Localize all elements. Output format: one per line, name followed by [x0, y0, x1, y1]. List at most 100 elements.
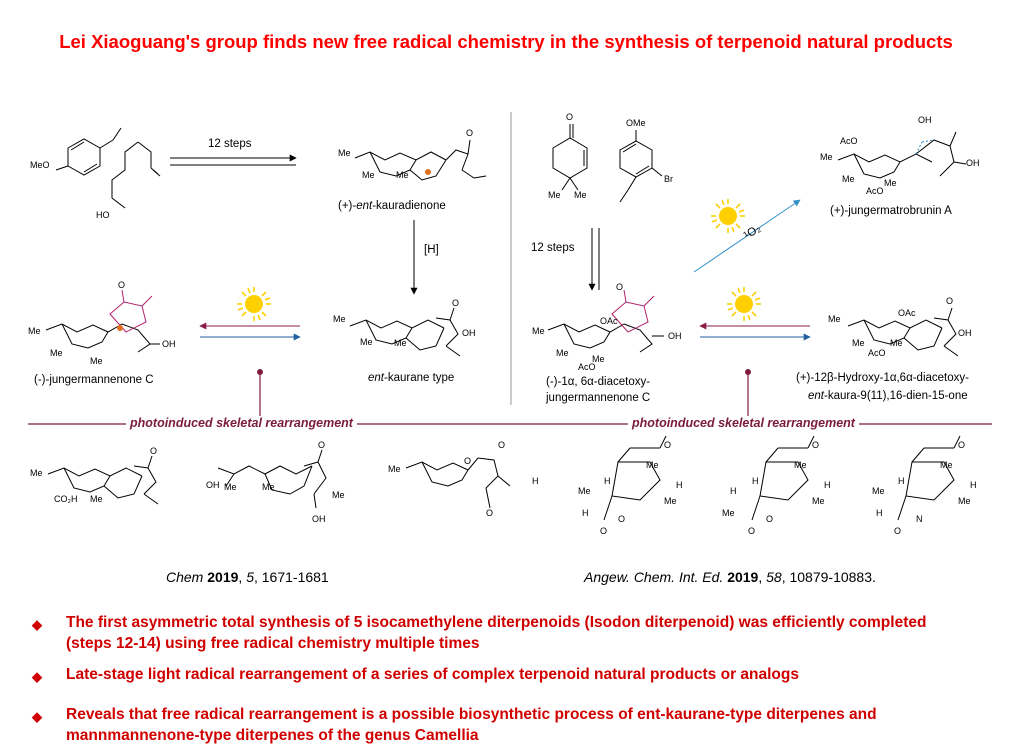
atom-label: MeO: [30, 160, 50, 170]
bromostyrene-structure: [619, 130, 663, 203]
alkyne-alcohol-structure: [111, 141, 161, 209]
atom-label: Me: [224, 482, 237, 492]
atom-label: Me: [722, 508, 735, 518]
atom-label: O: [958, 440, 966, 450]
jungermatrobrunin-label: (+)-jungermatrobrunin A: [830, 205, 952, 217]
kaurane-label: ent-kaurane type: [368, 372, 455, 384]
atom-label: Me: [388, 464, 401, 474]
atom-label: AcO: [578, 362, 596, 372]
bullet-marker-icon: ◆: [32, 617, 42, 632]
atom-label: Me: [578, 486, 591, 496]
atom-label: H: [898, 476, 905, 486]
diacetoxy-label-line2: jungermannenone C: [546, 392, 651, 404]
atom-label: O: [664, 440, 672, 450]
bottom-structure-6: [897, 435, 961, 521]
atom-label: H: [752, 476, 759, 486]
atom-label: O: [618, 514, 626, 524]
atom-label: Me: [820, 152, 833, 162]
atom-label: Me: [338, 148, 351, 158]
atom-label: Me: [958, 496, 971, 506]
atom-label: Me: [360, 337, 373, 347]
atom-label: OH: [966, 158, 980, 168]
sun-icon: [237, 287, 271, 321]
atom-label: Me: [90, 356, 103, 366]
atom-label: Me: [872, 486, 885, 496]
atom-label: Me: [574, 190, 587, 200]
atom-label: OH: [206, 480, 220, 490]
citation-right: Angew. Chem. Int. Ed. 2019, 58, 10879-10…: [584, 569, 876, 585]
atom-label: AcO: [868, 348, 886, 358]
cyclohexenone-structure: [552, 124, 588, 191]
atom-label: Me: [532, 326, 545, 336]
kauradienone-structure: [354, 139, 487, 181]
steps-label: 12 steps: [208, 138, 252, 150]
diacetoxy-jungermannenone-structure: [547, 289, 664, 353]
bottom-structure-2: [217, 449, 327, 509]
bullet-marker-icon: ◆: [32, 669, 42, 684]
atom-label: H: [582, 508, 589, 518]
atom-label: H: [730, 486, 737, 496]
atom-label: O: [486, 508, 494, 518]
bottom-structure-4: [603, 435, 667, 521]
atom-label: OH: [918, 115, 932, 125]
atom-label: OH: [312, 514, 326, 524]
atom-label: OH: [958, 328, 972, 338]
atom-label: Me: [333, 314, 346, 324]
banner-pin: [257, 369, 263, 375]
atom-label: OMe: [626, 118, 646, 128]
atom-label: O: [452, 298, 460, 308]
atom-label: Me: [396, 170, 409, 180]
atom-label: O: [566, 112, 574, 122]
atom-label: H: [532, 476, 539, 486]
bullet-text: The first asymmetric total synthesis of …: [66, 614, 927, 652]
atom-label: OH: [462, 328, 476, 338]
atom-label: Me: [828, 314, 841, 324]
citation-left: Chem 2019, 5, 1671-1681: [166, 569, 329, 585]
steps-label-right: 12 steps: [531, 242, 575, 254]
photooxidation-arrow: [693, 199, 801, 273]
bullet-text: Reveals that free radical rearrangement …: [66, 706, 877, 744]
sun-icon: [727, 287, 761, 321]
atom-label: Me: [332, 490, 345, 500]
bullet-text: Late-stage light radical rearrangement o…: [66, 666, 799, 683]
atom-label: H: [970, 480, 977, 490]
atom-label: AcO: [840, 136, 858, 146]
atom-label: Me: [30, 468, 43, 478]
atom-label: H: [876, 508, 883, 518]
atom-label: OH: [162, 339, 176, 349]
atom-label: H: [604, 476, 611, 486]
banner-right: photoinduced skeletal rearrangement: [628, 416, 859, 430]
styrene-structure: [55, 127, 122, 176]
atom-label: O: [894, 526, 902, 536]
atom-label: OAc: [600, 316, 618, 326]
atom-label: Me: [890, 338, 903, 348]
hydrogenation-label: [H]: [424, 244, 439, 256]
diacetoxy-label-line1: (-)-1α, 6α-diacetoxy-: [546, 376, 651, 388]
atom-label: O: [748, 526, 756, 536]
atom-label: Me: [592, 354, 605, 364]
atom-label: H: [824, 480, 831, 490]
banner-pin: [745, 369, 751, 375]
atom-label: CO₂H: [54, 494, 78, 504]
atom-label: O: [812, 440, 820, 450]
jungermannenone-label: (-)-jungermannenone C: [34, 374, 154, 386]
atom-label: Me: [812, 496, 825, 506]
atom-label: Me: [884, 178, 897, 188]
atom-label: N: [916, 514, 923, 524]
atom-label: H: [676, 480, 683, 490]
hydroxy-label-line1: (+)-12β-Hydroxy-1α,6α-diacetoxy-: [796, 372, 969, 384]
atom-label: Me: [852, 338, 865, 348]
atom-label: O: [600, 526, 608, 536]
atom-label: O: [318, 440, 326, 450]
atom-label: Me: [548, 190, 561, 200]
atom-label: Br: [664, 174, 673, 184]
atom-label: Me: [842, 174, 855, 184]
atom-label: Me: [50, 348, 63, 358]
jungermannenone-structure: [45, 289, 160, 353]
atom-label: Me: [394, 338, 407, 348]
atom-label: O: [946, 296, 954, 306]
atom-label: O: [150, 446, 158, 456]
atom-label: Me: [794, 460, 807, 470]
atom-label: O: [464, 456, 472, 466]
bullet-marker-icon: ◆: [32, 709, 42, 724]
